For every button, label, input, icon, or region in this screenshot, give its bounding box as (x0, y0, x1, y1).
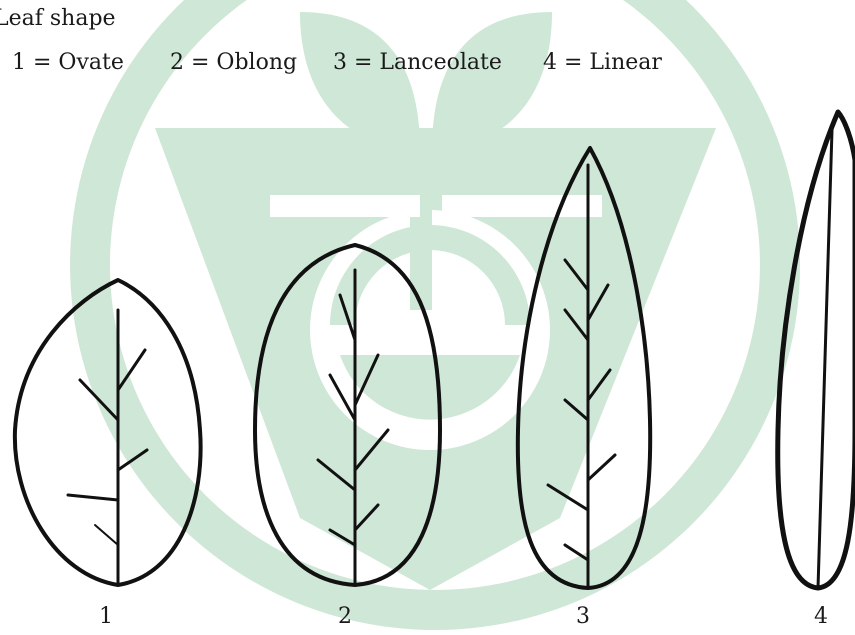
legend-item-lanceolate: 3 = Lanceolate (333, 50, 502, 75)
leaf-number-3: 3 (576, 604, 590, 629)
leaf-number-4: 4 (814, 604, 828, 629)
leaf-lanceolate-drawing (515, 146, 653, 590)
leaf-linear-drawing (775, 109, 855, 591)
legend-item-oblong: 2 = Oblong (170, 50, 298, 75)
legend-item-linear: 4 = Linear (543, 50, 662, 75)
leaf-number-1: 1 (99, 604, 113, 629)
page-title: Leaf shape (0, 6, 116, 31)
leaf-ovate-drawing (12, 278, 203, 587)
leaf-number-2: 2 (338, 604, 352, 629)
leaf-oblong-drawing (253, 243, 442, 587)
legend-item-ovate: 1 = Ovate (12, 50, 124, 75)
